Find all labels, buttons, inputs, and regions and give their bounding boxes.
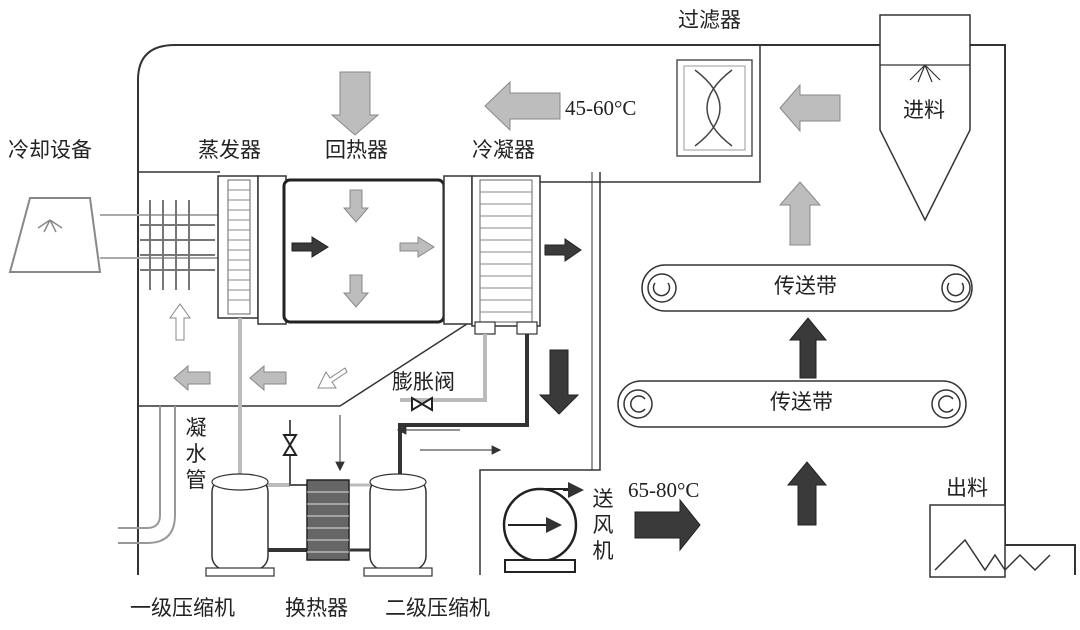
drain-pipe (118, 406, 176, 544)
heat-exchanger (306, 479, 350, 561)
cooling-unit-label: 冷却设备 (8, 138, 92, 162)
regenerator-box (282, 175, 473, 325)
compressor-2-label: 二级压缩机 (385, 596, 490, 620)
belt-top-label: 传送带 (774, 274, 837, 298)
feed-hopper (879, 14, 971, 222)
slant-partition (339, 321, 471, 407)
condenser-label: 冷凝器 (472, 138, 535, 162)
compressor-2 (363, 473, 433, 577)
dryer-housing (137, 44, 1076, 575)
dark-airflow-arrows (291, 236, 828, 552)
expansion-valve-icon (282, 396, 433, 456)
light-airflow-arrows (169, 71, 841, 392)
supply-fan (502, 482, 584, 573)
chamber-divider (479, 172, 601, 575)
evaporator-label: 蒸发器 (198, 138, 261, 162)
conveyor-belt-bottom (617, 380, 967, 428)
filter-box (676, 59, 753, 157)
outlet-chute (929, 504, 1051, 578)
feed-label: 进料 (903, 98, 945, 122)
top-duct-wall (138, 45, 761, 183)
condenser-coil (471, 175, 541, 335)
filter-label: 过滤器 (678, 8, 741, 32)
evaporator-coil (217, 175, 287, 325)
belt-bottom-label: 传送带 (770, 390, 833, 414)
drain-pipe-label: 凝水管 (185, 416, 207, 492)
expansion-valve-label: 膨胀阀 (392, 370, 455, 394)
fan-label: 送风机 (592, 487, 614, 563)
heat-exchanger-label: 换热器 (285, 596, 348, 620)
cooling-unit (8, 197, 220, 290)
compressor-1-label: 一级压缩机 (130, 596, 235, 620)
conveyor-belt-top (641, 264, 973, 312)
regenerator-label: 回热器 (325, 138, 388, 162)
supply-air-temperature: 65-80°C (628, 478, 700, 502)
outlet-label: 出料 (946, 476, 988, 500)
return-air-temperature: 45-60°C (565, 96, 637, 120)
compressor-1 (205, 473, 275, 577)
